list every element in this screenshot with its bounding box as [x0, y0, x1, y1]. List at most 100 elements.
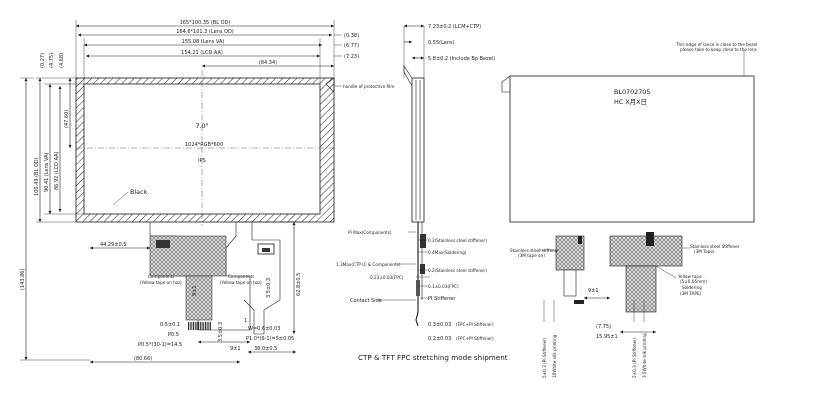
dim-lens-va-width: 155.08 (Lens VA): [182, 39, 225, 45]
dim-ctp-pin-width: W=0.6±0.03: [248, 326, 280, 332]
side-pi-stiffener: PI Stiffener: [428, 296, 456, 302]
side-lcd-thickness: 5.8±0.2 (Include Bp Bezel): [428, 56, 495, 62]
back-stiffener-note-left-2: (3M tape on): [518, 253, 545, 258]
front-view: 7.0" 1024*RGB*600 IPS Black handle of pr…: [20, 20, 394, 364]
tail-component-note-2: (Yellow tape on top): [220, 280, 262, 285]
screen-resolution: 1024*RGB*600: [185, 142, 223, 148]
dim-bl-od-width: 165*100.35 (BL OD): [180, 20, 231, 26]
fpc-connector: [185, 275, 213, 321]
dim-lens-od-width: 164.6*101.3 (Lens OD): [176, 29, 234, 35]
fpc-pin: [191, 322, 193, 330]
dim-left-small-1: (0.27): [40, 53, 46, 68]
back-view: BL0702705 HC X月X日 This edge of lance is …: [501, 42, 757, 378]
dim-overall-height: (143.86): [20, 269, 26, 290]
side-stiffener-label: 0.23±0.03(FPC): [370, 275, 404, 280]
dim-top-right-3: (7.23): [344, 54, 359, 60]
side-stiffener-label: 0.2(Stainless steel stiffener): [428, 238, 487, 243]
dim-pitch-c: P0.5*(30-1)=14.5: [138, 342, 182, 348]
back-label-line2: HC X月X日: [614, 98, 647, 106]
dim-ctp-pitch: P1.0*(6-1)=5±0.05: [246, 336, 294, 342]
back-dim-lead: 9±1: [588, 288, 599, 294]
dim-tail-width-left: 44.29±0.5: [100, 242, 126, 248]
side-bottom-b: 0.2±0.03: [428, 336, 451, 342]
back-yellow-tape: Yellow tape: [677, 274, 702, 279]
dim-lcd-aa-width: 154.21 (LCD AA): [181, 50, 223, 56]
dim-tail-lead-left: 9±1: [192, 285, 198, 296]
side-stiffener-labels: PI Max(Components) 0.2(Stainless steel st…: [336, 230, 487, 289]
back-label-line1: BL0702705: [614, 88, 650, 96]
back-vertical-dim-label: 10White silk printing: [552, 334, 557, 378]
back-dim-1595: 15.95±1: [596, 334, 618, 340]
back-stiffener-note-right-2: (3M Tape): [694, 249, 715, 254]
back-vertical-dims: 5±0.3 (PI Stiffener) 10White silk printin…: [542, 300, 647, 378]
dim-left-small-4: (47.60): [64, 110, 70, 128]
side-stiffener-label: 0.2(Stainless steel stiffener): [428, 268, 487, 273]
back-soldering: Soldering: [682, 285, 702, 290]
back-fpc-lead: [625, 265, 657, 313]
fpc-pin: [208, 322, 210, 330]
protection-film-note: handle of protective film: [343, 84, 394, 89]
fpc-pins: [188, 322, 211, 330]
dim-left-small-3: (4.68): [59, 53, 65, 68]
fpc-pin: [194, 322, 196, 330]
back-edge-note-2: please take to keep close to the lens: [680, 47, 757, 52]
side-stiffener-label: 0.4Max(Soldering): [428, 250, 467, 255]
dim-tail-len2: 3.5±0.3: [266, 278, 272, 298]
fpc-pin: [189, 322, 191, 330]
tail-stiffener-note-left-2: (Yellow tape on top): [140, 280, 182, 285]
dim-tail-length: 62.8±0.5: [296, 273, 302, 296]
back-dim-775: (7.75): [596, 324, 611, 330]
fpc-pin: [206, 322, 208, 330]
side-total-thickness: 7.23±0.2 (LCM+CTP): [428, 24, 481, 30]
tail-stiffener-note-left: Components: [148, 274, 175, 279]
dim-pitch-a: 0.5±0.1: [160, 322, 180, 328]
back-vertical-dim-label: 3.5White silk printing: [642, 333, 647, 378]
back-panel: [509, 75, 755, 223]
dim-3-5: 3.5±0.3: [218, 322, 224, 342]
side-stiffener-label: 0.1±0.03(FPC): [428, 284, 459, 289]
side-contact-side: Contact Side: [350, 298, 382, 304]
dim-center-offset: (84.34): [259, 60, 277, 66]
fpc-pin: [196, 322, 198, 330]
back-bl-solder: (3M TAPE): [680, 291, 702, 296]
dim-pitch-b: P0.5: [168, 332, 179, 338]
back-edge-note: This edge of lance is close to the bezel: [675, 42, 757, 47]
fpc-pin: [198, 322, 200, 330]
black-label: Black: [130, 188, 148, 196]
side-caption: CTP & TFT FPC stretching mode shipment: [358, 353, 508, 362]
dim-ctp-width: 38.0±0.5: [254, 346, 277, 352]
fpc-pin: [203, 322, 205, 330]
back-vertical-dim-label: 5±0.3 (PI Stiffener): [632, 337, 637, 378]
dim-1: 1: [244, 318, 247, 324]
back-yellow-tape-2: (5±0.05mm): [680, 279, 707, 284]
dim-overall-width: (80.66): [134, 356, 152, 362]
dim-left-small-2: (4.75): [49, 53, 55, 68]
fpc-pin: [188, 322, 189, 330]
dim-lens-va-height: 90.41 (Lens VA): [44, 152, 50, 192]
fpc-pin: [199, 322, 201, 330]
side-bottom-a: 0.3±0.03: [428, 322, 451, 328]
fpc-pin: [205, 322, 206, 330]
side-stiffener-label: 1.3Max(CTP IC & Components): [336, 262, 401, 267]
module-side-profile: [411, 77, 425, 223]
side-view: 7.23±0.2 (LCM+CTP) 0.55(Lens) 5.8±0.2 (I…: [336, 24, 508, 362]
back-stiffener-note-right: Stainless steel Stiffener: [690, 244, 740, 249]
dim-top-right-1: (0.38): [344, 33, 359, 39]
screen-tech: IPS: [198, 158, 206, 164]
back-stiffener-note-left: Stainless steel stiffener: [510, 248, 559, 253]
dim-lcd-aa-height: 86.92 (LCD AA): [54, 151, 60, 190]
side-bottom-b-note: (FPC+PI Stiffener): [456, 336, 494, 341]
screen-size: 7.0": [195, 122, 208, 130]
dim-top-right-2: (6.77): [344, 43, 359, 49]
side-bottom-a-note: (FPC+PI Stiffener): [456, 322, 494, 327]
dim-bl-od-height: 100.49 (BL OD): [34, 157, 40, 196]
fpc-pin: [210, 322, 211, 330]
ctp-fpc-tail: [243, 222, 281, 335]
side-stiffener-label: PI Max(Components): [348, 230, 392, 235]
fpc-pin: [201, 322, 203, 330]
back-vertical-dim-label: 5±0.3 (PI Stiffener): [542, 337, 547, 378]
dim-ctp-lead: 9±1: [230, 346, 241, 352]
side-lens-thickness: 0.55(Lens): [428, 40, 455, 46]
tail-component-note: Components: [228, 274, 255, 279]
